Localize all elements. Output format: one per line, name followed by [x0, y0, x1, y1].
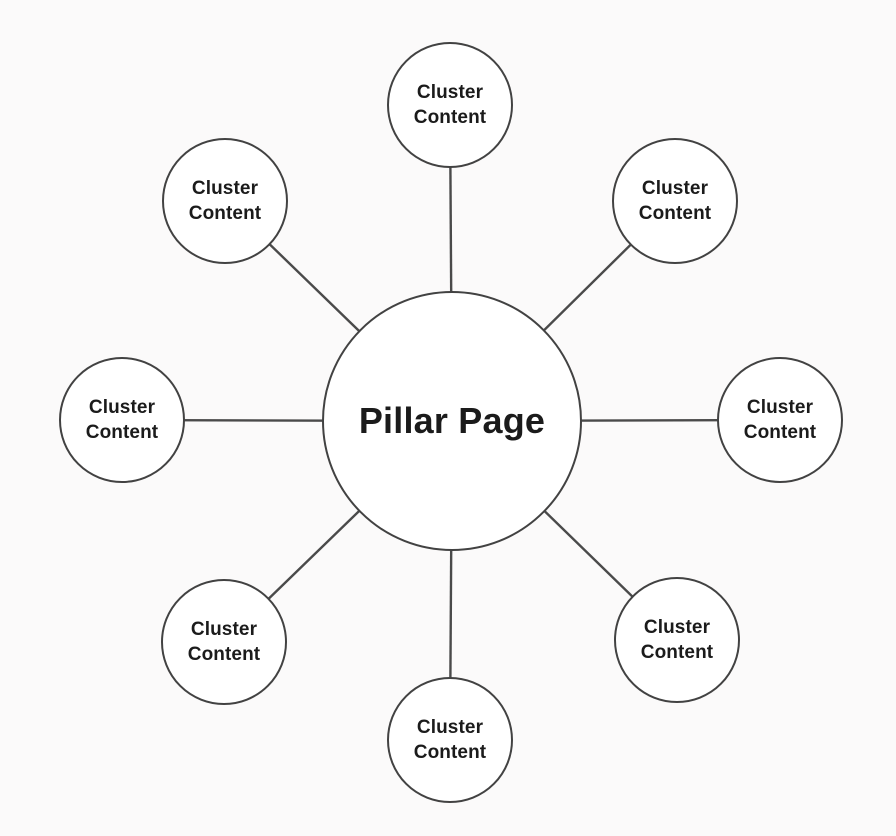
cluster-node-label: Cluster Content: [85, 396, 159, 443]
cluster-node-top-right: Cluster Content: [612, 138, 738, 264]
cluster-node-label: Cluster Content: [188, 177, 262, 224]
cluster-node-bottom-left: Cluster Content: [161, 579, 287, 705]
pillar-page-label: Pillar Page: [358, 400, 546, 441]
pillar-page-node: Pillar Page: [322, 291, 582, 551]
cluster-node-label: Cluster Content: [413, 81, 487, 128]
cluster-node-top: Cluster Content: [387, 42, 513, 168]
cluster-node-label: Cluster Content: [413, 716, 487, 763]
cluster-node-label: Cluster Content: [743, 396, 817, 443]
cluster-node-left: Cluster Content: [59, 357, 185, 483]
cluster-node-label: Cluster Content: [187, 618, 261, 665]
cluster-node-right: Cluster Content: [717, 357, 843, 483]
cluster-node-bottom: Cluster Content: [387, 677, 513, 803]
cluster-node-label: Cluster Content: [640, 616, 714, 663]
cluster-node-label: Cluster Content: [638, 177, 712, 224]
cluster-node-bottom-right: Cluster Content: [614, 577, 740, 703]
cluster-node-top-left: Cluster Content: [162, 138, 288, 264]
